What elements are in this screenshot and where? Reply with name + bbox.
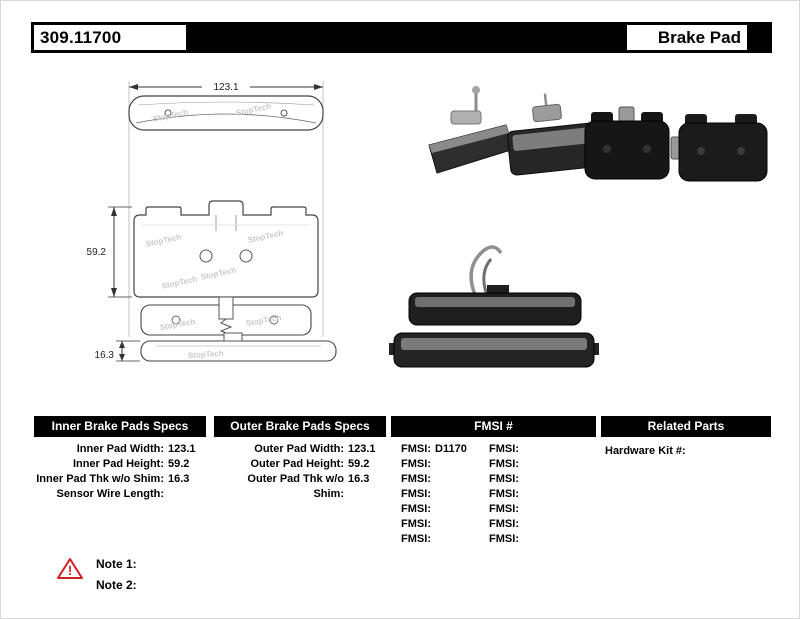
pad-front-view: StopTech StopTech StopTech StopTech [133, 200, 319, 298]
fmsi-label: FMSI: [489, 458, 519, 470]
note-1: Note 1: [96, 557, 137, 571]
fmsi-label: FMSI: [401, 503, 431, 515]
fmsi-label: FMSI: [401, 443, 431, 455]
related-label: Hardware Kit #: [605, 445, 686, 457]
spec-label: Inner Pad Thk w/o Shim: [36, 473, 164, 485]
dim-width-label: 123.1 [213, 82, 238, 93]
spec-row: Outer Pad Thk w/o Shim: 16.3 [214, 472, 386, 500]
spec-row: Outer Pad Width: 123.1 [214, 442, 386, 457]
fmsi-label: FMSI: [489, 503, 519, 515]
dim-width: 123.1 [129, 79, 323, 93]
technical-drawing: 123.1 StopTech StopTech StopTech StopTec… [87, 79, 337, 362]
dim-height-label: 59.2 [87, 247, 107, 258]
fmsi-row: FMSI: [479, 457, 584, 472]
outer-specs-list: Outer Pad Width: 123.1 Outer Pad Height:… [214, 442, 386, 500]
fmsi-label: FMSI: [489, 533, 519, 545]
outer-specs-header: Outer Brake Pads Specs [214, 416, 386, 437]
dim-thickness-label: 16.3 [95, 350, 115, 361]
spec-row: Outer Pad Height: 59.2 [214, 457, 386, 472]
fmsi-label: FMSI: [401, 518, 431, 530]
photo-pad-angled-1 [428, 86, 515, 174]
spec-row: Inner Pad Thk w/o Shim: 16.3 [34, 472, 206, 487]
spec-value: 59.2 [168, 458, 190, 470]
fmsi-row: FMSI: D1170 [391, 442, 496, 457]
related-parts-list: Hardware Kit #: [605, 444, 771, 459]
spec-row: Sensor Wire Length: [34, 487, 206, 502]
fmsi-row: FMSI: [391, 517, 496, 532]
dim-thickness: 16.3 [95, 340, 140, 362]
spec-value: 59.2 [348, 458, 370, 470]
spec-label: Inner Pad Height: [72, 458, 164, 470]
fmsi-label: FMSI: [401, 488, 431, 500]
spec-label: Outer Pad Width: [254, 443, 344, 455]
fmsi-row: FMSI: [479, 502, 584, 517]
spec-row: Inner Pad Height: 59.2 [34, 457, 206, 472]
photo-backplate-2 [670, 114, 768, 182]
fmsi-row: FMSI: [479, 532, 584, 547]
inner-specs-header: Inner Brake Pads Specs [34, 416, 206, 437]
fmsi-list-left: FMSI: D1170 FMSI: FMSI: FMSI: FMSI: FMSI… [391, 442, 496, 547]
spec-row: Inner Pad Width: 123.1 [34, 442, 206, 457]
fmsi-row: FMSI: [391, 472, 496, 487]
product-type: Brake Pad [627, 25, 747, 50]
spec-label: Sensor Wire Length: [56, 488, 164, 500]
spec-label: Inner Pad Width: [76, 443, 164, 455]
inner-specs-list: Inner Pad Width: 123.1 Inner Pad Height:… [34, 442, 206, 502]
pad-lower-view: StopTech StopTech [140, 296, 312, 340]
spec-value: 16.3 [348, 473, 370, 485]
spec-value: 123.1 [348, 443, 376, 455]
photo-backplate-1 [584, 106, 670, 180]
product-photos [389, 86, 768, 368]
watermark-text: StopTech [188, 349, 225, 360]
spec-label: Outer Pad Height: [250, 458, 344, 470]
fmsi-row: FMSI: [391, 487, 496, 502]
photo-pads-side [389, 245, 599, 368]
spec-label: Outer Pad Thk w/o Shim: [247, 473, 344, 500]
photo-pad-angled-2 [506, 93, 601, 176]
pad-edge-view: StopTech [140, 332, 337, 362]
fmsi-label: FMSI: [489, 473, 519, 485]
part-number: 309.11700 [34, 25, 186, 50]
fmsi-list-right: FMSI: FMSI: FMSI: FMSI: FMSI: FMSI: FMSI… [479, 442, 584, 547]
fmsi-header: FMSI # [391, 416, 596, 437]
fmsi-row: FMSI: [391, 502, 496, 517]
fmsi-label: FMSI: [489, 488, 519, 500]
spec-value: 16.3 [168, 473, 190, 485]
fmsi-row: FMSI: [479, 472, 584, 487]
dim-height: 59.2 [87, 206, 132, 298]
fmsi-row: FMSI: [479, 487, 584, 502]
fmsi-label: FMSI: [401, 533, 431, 545]
warning-triangle-icon: ! [57, 558, 83, 579]
fmsi-label: FMSI: [401, 473, 431, 485]
spec-value: 123.1 [168, 443, 196, 455]
svg-text:!: ! [68, 563, 72, 578]
fmsi-row: FMSI: [479, 442, 584, 457]
spec-value [168, 487, 206, 502]
fmsi-label: FMSI: [489, 518, 519, 530]
pad-top-view: StopTech StopTech [128, 95, 324, 131]
fmsi-row: FMSI: [391, 532, 496, 547]
fmsi-label: FMSI: [489, 443, 519, 455]
related-parts-header: Related Parts [601, 416, 771, 437]
fmsi-row: FMSI: [391, 457, 496, 472]
related-row: Hardware Kit #: [605, 444, 771, 459]
note-2: Note 2: [96, 578, 137, 592]
fmsi-value: D1170 [435, 443, 467, 455]
fmsi-row: FMSI: [479, 517, 584, 532]
fmsi-label: FMSI: [401, 458, 431, 470]
